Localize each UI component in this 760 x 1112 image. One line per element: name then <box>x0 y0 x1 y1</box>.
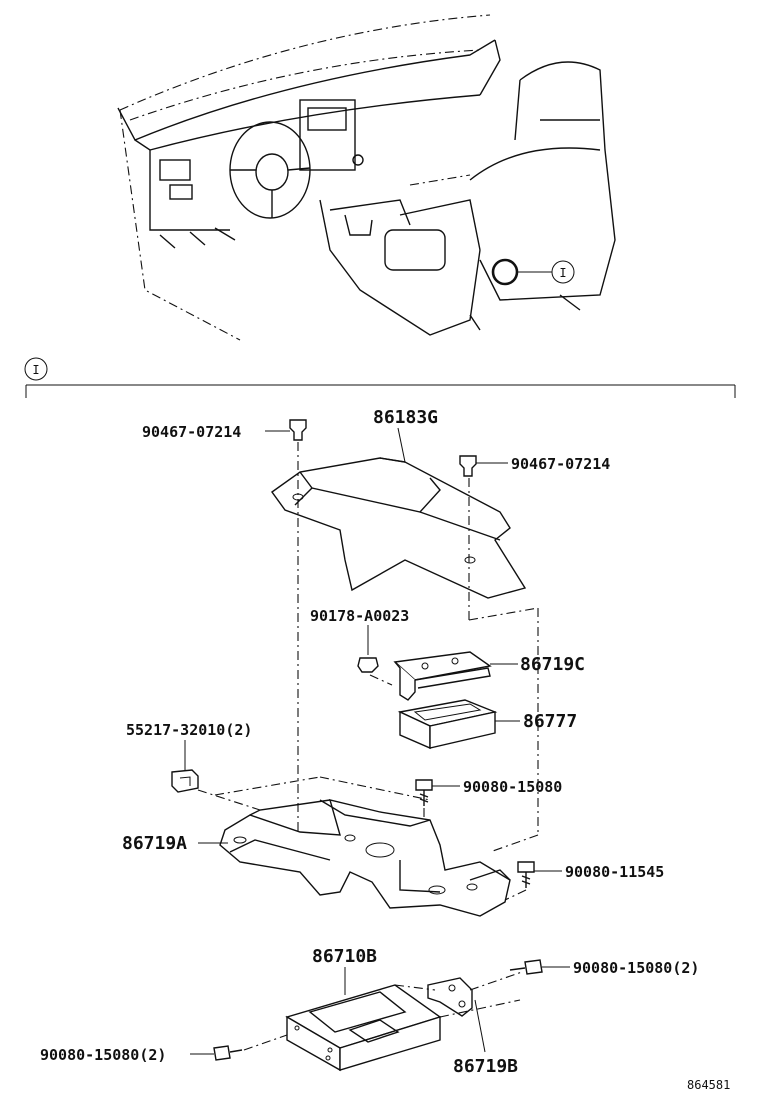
bolt-right <box>517 861 535 888</box>
label-86719b: 86719B <box>453 1056 518 1077</box>
ref-marker-label: I <box>559 266 566 280</box>
drawing-code: 864581 <box>687 1078 730 1092</box>
label-clip: 55217-32010(2) <box>126 721 252 739</box>
label-bolt-bottom-left: 90080-15080(2) <box>40 1046 166 1064</box>
label-screw-right-top: 90467-07214 <box>511 455 610 473</box>
label-86710b: 86710B <box>312 946 377 967</box>
screw-left-top <box>289 419 307 441</box>
label-bolt-right: 90080-11545 <box>565 863 664 881</box>
section-header: I <box>24 357 736 398</box>
vehicle-interior-illustration: I <box>117 14 616 341</box>
part-86719a-bracket <box>219 799 511 917</box>
clip-55217 <box>171 769 199 793</box>
label-nut: 90178-A0023 <box>310 607 409 625</box>
screw-right-top <box>459 455 477 477</box>
bolt-bottom-right <box>509 959 543 975</box>
bolt-bottom-left <box>213 1045 243 1061</box>
label-bolt-bottom-right: 90080-15080(2) <box>573 959 699 977</box>
label-screw-left-top: 90467-07214 <box>142 423 241 441</box>
label-86183g: 86183G <box>373 407 438 428</box>
label-86719c: 86719C <box>520 654 585 675</box>
label-86719a: 86719A <box>122 833 187 854</box>
nut-90178 <box>357 657 379 673</box>
part-86719b-bracket <box>427 977 473 1017</box>
part-86183g-cover <box>271 457 527 599</box>
bolt-mid <box>415 779 433 806</box>
section-marker-label: I <box>32 363 39 377</box>
part-86719c-bracket <box>393 651 492 701</box>
part-86710b-box <box>285 984 442 1072</box>
label-86777: 86777 <box>523 711 577 732</box>
part-86777-module <box>397 699 498 750</box>
location-highlight-circle <box>491 258 519 286</box>
label-bolt-mid: 90080-15080 <box>463 778 562 796</box>
